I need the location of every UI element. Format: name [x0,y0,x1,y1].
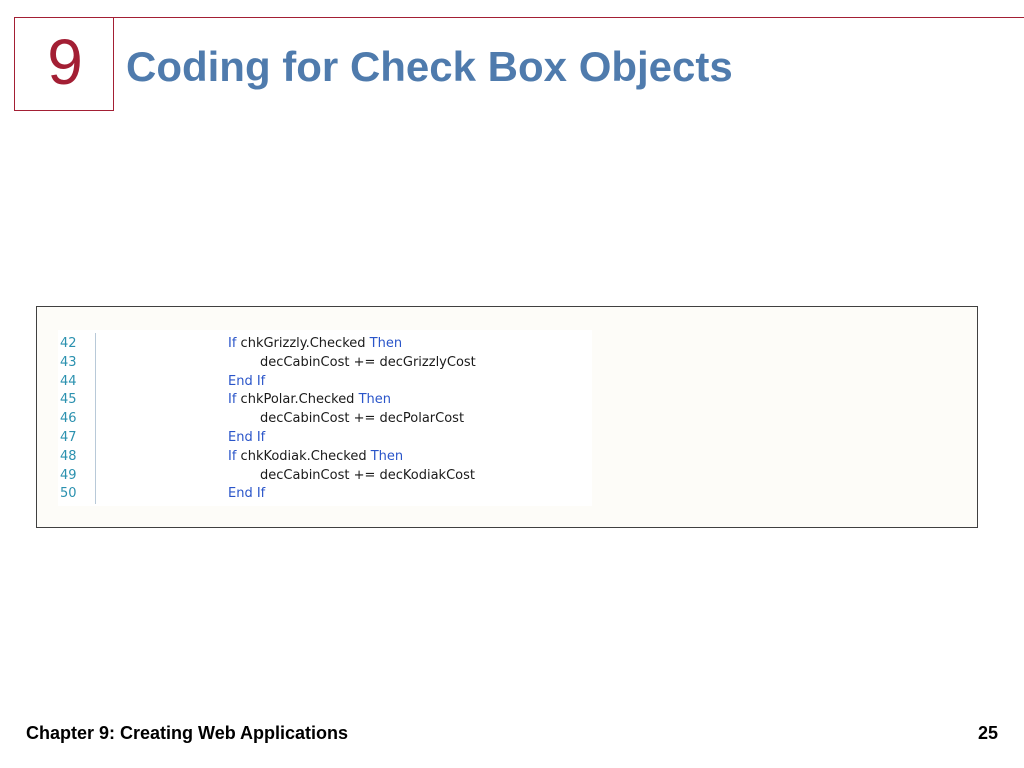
code-line: 49 decCabinCost += decKodiakCost [60,467,475,486]
code-identifier: decCabinCost += decPolarCost [260,411,465,427]
code-text: If chkGrizzly.Checked Then [228,335,402,354]
code-identifier: chkGrizzly.Checked [236,336,370,351]
code-keyword: End If [228,486,266,502]
line-number: 45 [60,392,77,408]
code-line: 45 If chkPolar.Checked Then [60,391,391,410]
line-number: 49 [60,467,77,483]
footer-chapter-label: Chapter 9: Creating Web Applications [26,723,349,743]
code-line: 42 If chkGrizzly.Checked Then [60,335,402,354]
chapter-number: 9 [47,26,83,98]
code-identifier: decCabinCost += decGrizzlyCost [260,354,476,370]
code-gutter-divider [95,333,96,504]
code-keyword: If [228,448,237,464]
line-number: 42 [60,336,77,351]
code-line: 47 End If [60,429,265,448]
code-text: End If [228,485,265,504]
code-line: 43 decCabinCost += decGrizzlyCost [60,354,476,373]
code-keyword: Then [369,336,403,351]
header-rule [14,17,1024,18]
code-line: 44 End If [60,373,265,392]
code-line: 46 decCabinCost += decPolarCost [60,410,464,429]
code-keyword: Then [370,448,404,464]
code-text: End If [228,429,265,448]
slide-title: Coding for Check Box Objects [126,43,733,90]
code-text: If chkPolar.Checked Then [228,391,391,410]
code-text: If chkKodiak.Checked Then [228,448,403,467]
code-text: decCabinCost += decGrizzlyCost [260,354,476,373]
line-number: 48 [60,448,77,464]
code-text: decCabinCost += decPolarCost [260,410,464,429]
line-number: 44 [60,373,77,389]
code-editor-panel [58,330,592,506]
code-keyword: End If [228,429,266,445]
code-identifier: decCabinCost += decKodiakCost [260,467,475,483]
code-keyword: If [228,392,237,408]
code-line: 50 End If [60,485,265,504]
code-line: 48 If chkKodiak.Checked Then [60,448,403,467]
line-number: 50 [60,486,77,502]
chapter-number-box: 9 [14,17,114,111]
code-text: decCabinCost += decKodiakCost [260,467,475,486]
code-keyword: Then [358,392,391,408]
page-number: 25 [977,723,998,743]
code-identifier: chkPolar.Checked [236,392,359,408]
code-text: End If [228,373,265,392]
line-number: 47 [60,429,77,445]
code-keyword: End If [228,373,266,389]
line-number: 46 [60,411,77,427]
line-number: 43 [60,354,77,370]
code-keyword: If [228,336,237,351]
code-identifier: chkKodiak.Checked [236,448,371,464]
